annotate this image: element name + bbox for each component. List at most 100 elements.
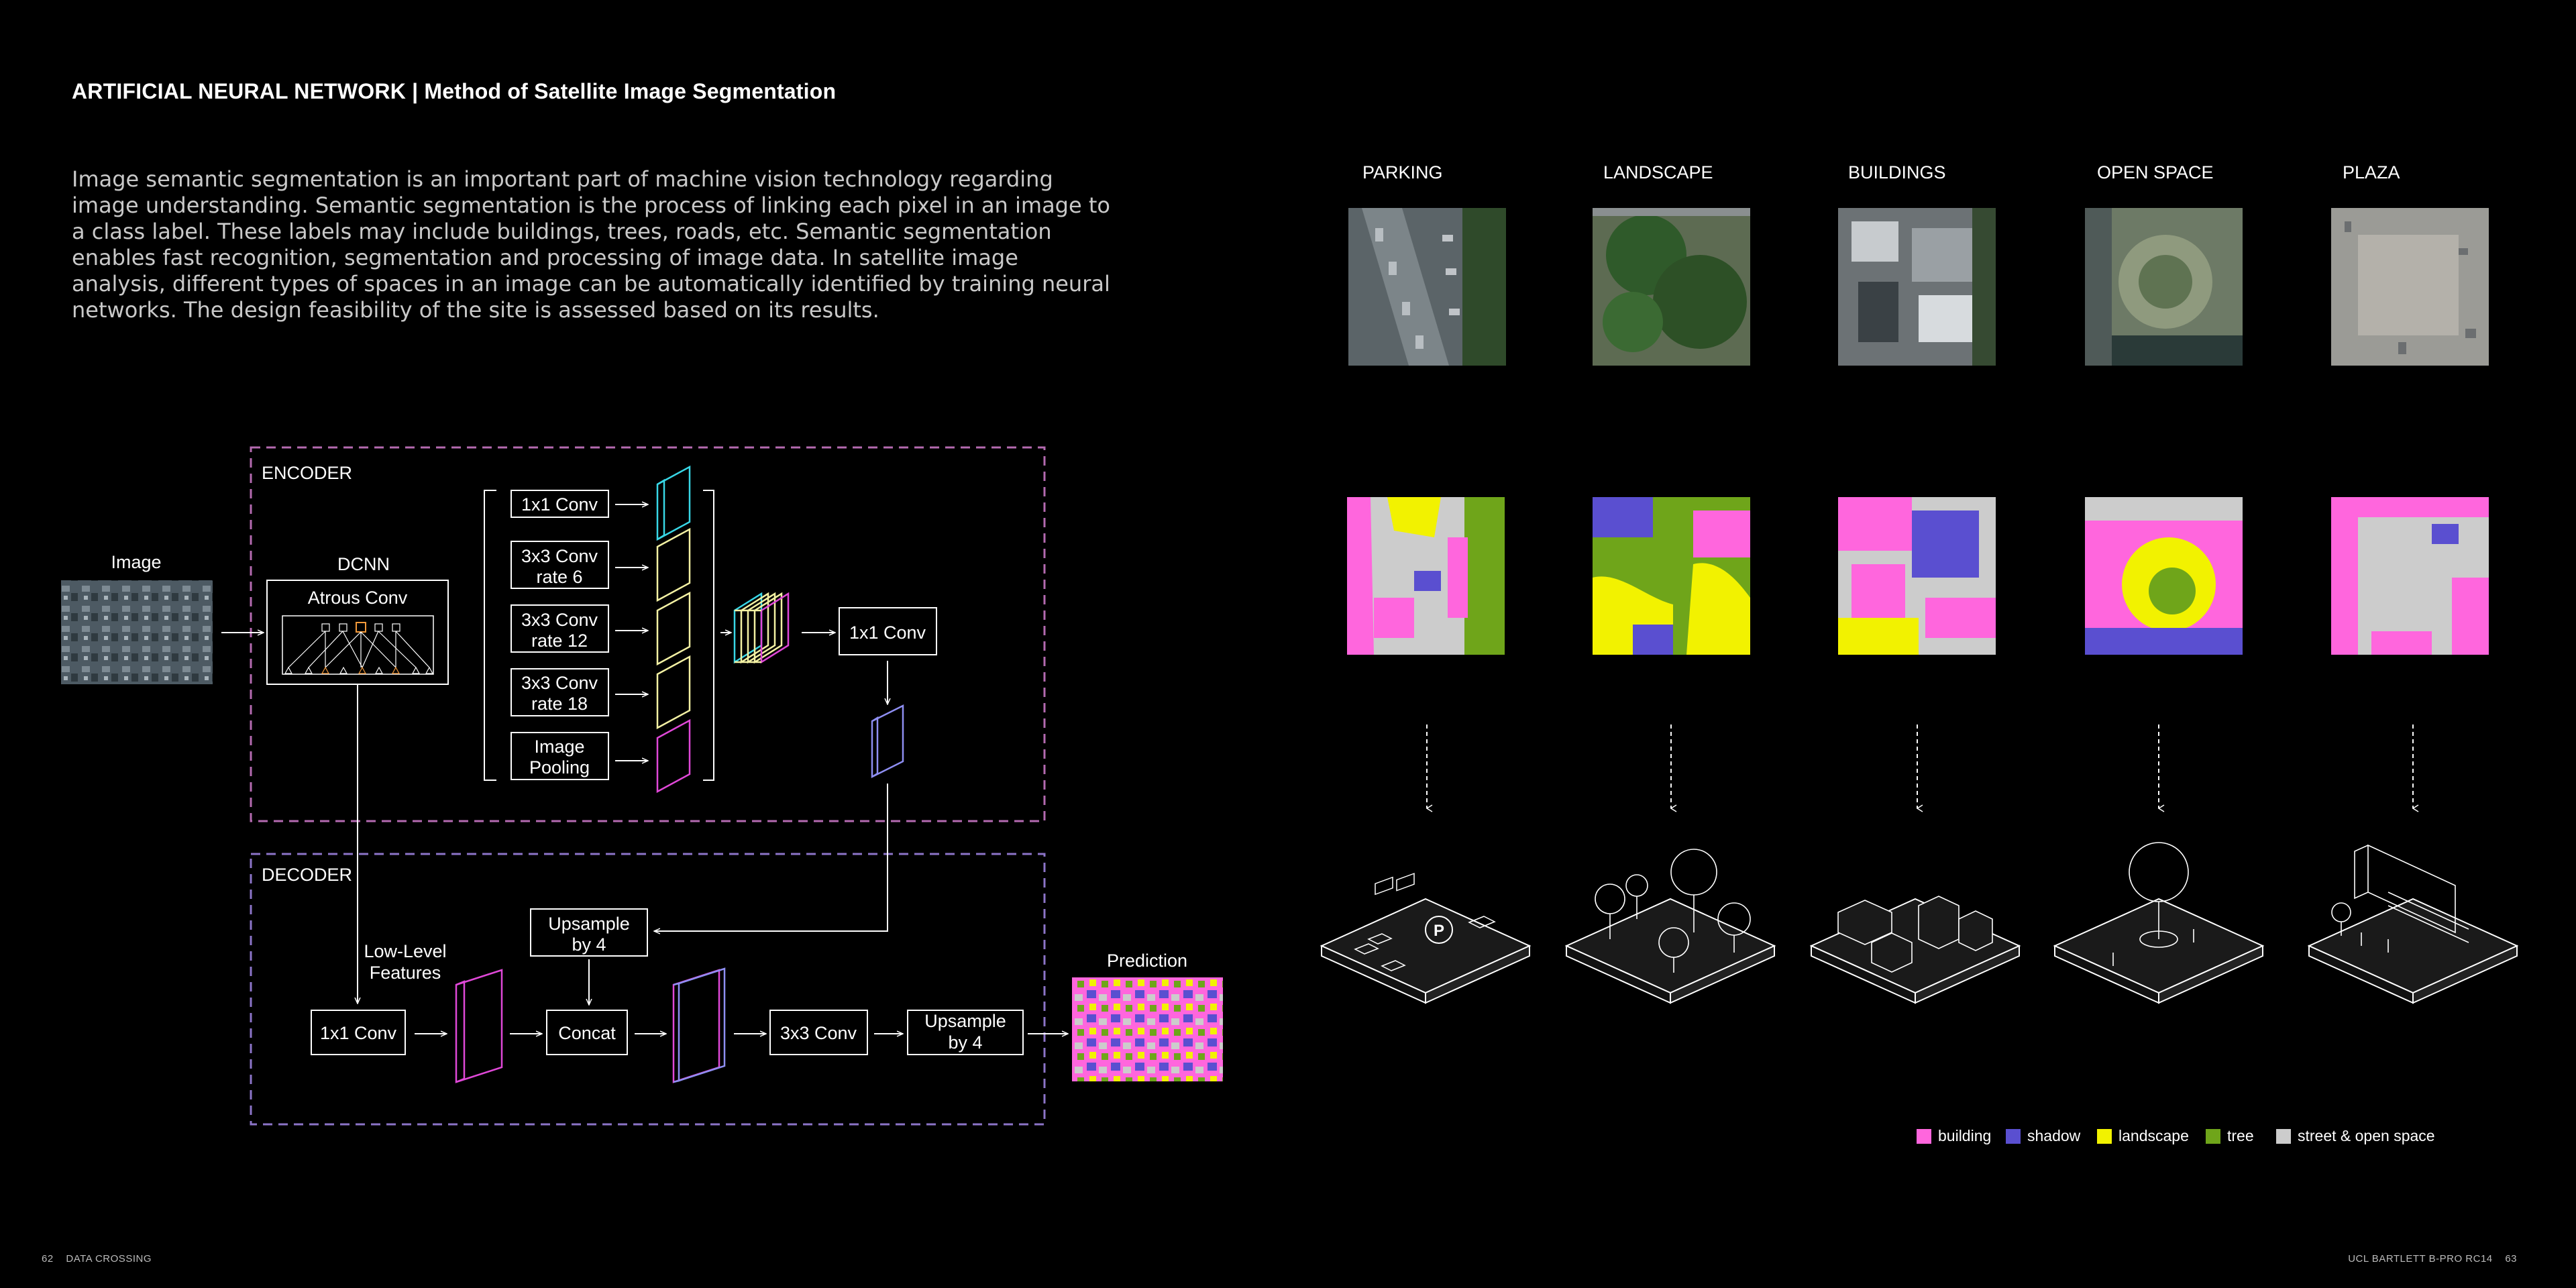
legend-item-tree: tree [2206, 1127, 2254, 1145]
atrous-inner-box [282, 615, 434, 675]
legend-swatch-tree [2206, 1128, 2220, 1144]
dcnn-label: DCNN [337, 554, 390, 574]
legend-swatch-building [1917, 1128, 1931, 1144]
encoder-frame [250, 446, 1046, 822]
aspp-rate12-line1: 3x3 Conv [521, 610, 598, 630]
isometric-parking-icon: P [1320, 873, 1532, 1004]
satellite-tile-open-space [2085, 208, 2243, 366]
decoder-upsample-line2: by 4 [572, 934, 606, 955]
satellite-tile-plaza [2331, 208, 2489, 366]
aspp-1x1-conv-label: 1x1 Conv [521, 494, 598, 515]
segmentation-tile-parking [1347, 497, 1505, 655]
concat-label: Concat [558, 1023, 616, 1043]
footer-right-page: 63 [2505, 1253, 2517, 1265]
aspp-rate6-box [511, 541, 609, 589]
category-label-parking: PARKING [1362, 162, 1443, 182]
encoder-label: ENCODER [262, 463, 352, 483]
category-label-buildings: BUILDINGS [1848, 162, 1946, 182]
legend-item-building: building [1917, 1127, 1991, 1145]
aspp-bracket-left [484, 490, 496, 781]
aspp-rate18-box [511, 668, 609, 716]
prediction-image [1072, 977, 1223, 1081]
legend-label-street: street & open space [2298, 1127, 2435, 1144]
legend-item-landscape: landscape [2097, 1127, 2189, 1145]
lowlevel-line1: Low-Level [364, 941, 446, 961]
decoder-3x3-conv-label: 3x3 Conv [780, 1023, 857, 1043]
footer-left: 62 DATA CROSSING [42, 1253, 152, 1265]
aspp-rate6-line1: 3x3 Conv [521, 546, 598, 566]
aspp-rate6-line2: rate 6 [536, 567, 582, 587]
svg-text:P: P [1434, 922, 1444, 940]
legend-label-building: building [1938, 1127, 1992, 1144]
encoder-1x1-conv-label: 1x1 Conv [849, 623, 926, 643]
category-label-plaza: PLAZA [2343, 162, 2400, 182]
aspp-rate12-box [511, 604, 609, 653]
image-label: Image [111, 552, 161, 572]
prediction-label: Prediction [1107, 951, 1187, 971]
isometric-open-space-icon [2053, 842, 2265, 1004]
page-title: ARTIFICIAL NEURAL NETWORK | Method of Sa… [72, 79, 837, 103]
final-upsample-line2: by 4 [948, 1032, 982, 1053]
legend-item-street: street & open space [2276, 1127, 2435, 1145]
category-label-open-space: OPEN SPACE [2097, 162, 2214, 182]
legend-swatch-street [2276, 1128, 2291, 1144]
footer-right-text: UCL BARTLETT B-PRO RC14 [2348, 1253, 2493, 1265]
segmentation-tile-plaza [2331, 497, 2489, 655]
isometric-buildings-icon [1809, 896, 2021, 1004]
footer-left-text: DATA CROSSING [66, 1253, 152, 1265]
legend-item-shadow: shadow [2006, 1127, 2080, 1145]
footer-left-page: 62 [42, 1253, 54, 1265]
decoder-label: DECODER [262, 865, 352, 885]
aspp-concat-stack [733, 592, 790, 664]
aspp-rate18-line1: 3x3 Conv [521, 673, 598, 693]
feature-map-rate6 [656, 527, 691, 602]
legend-label-landscape: landscape [2118, 1127, 2189, 1144]
final-upsample-line1: Upsample [924, 1011, 1006, 1031]
satellite-tile-buildings [1838, 208, 1996, 366]
legend-swatch-shadow [2006, 1128, 2021, 1144]
legend-label-shadow: shadow [2027, 1127, 2081, 1144]
feature-map-pooling [656, 718, 691, 794]
decoder-lowlevel-map [455, 969, 503, 1083]
lowlevel-line2: Features [370, 963, 441, 983]
input-satellite-image [61, 580, 213, 684]
feature-map-rate18 [656, 655, 691, 730]
feature-map-rate12 [656, 591, 691, 666]
decoder-frame [250, 853, 1046, 1126]
final-upsample-box [907, 1010, 1024, 1055]
decoder-upsample-line1: Upsample [548, 914, 630, 934]
concat-box [546, 1010, 628, 1055]
encoder-1x1-conv-box [839, 607, 937, 655]
atrous-kernel-icon [288, 622, 430, 668]
atrous-label: Atrous Conv [308, 588, 408, 608]
aspp-pooling-line2: Pooling [529, 757, 590, 777]
segmentation-tile-buildings [1838, 497, 1996, 655]
decoder-concat-map [672, 967, 726, 1083]
aspp-bracket-right [703, 490, 714, 781]
isometric-row: P [1320, 724, 2519, 1004]
category-label-landscape: LANDSCAPE [1603, 162, 1713, 182]
satellite-tile-landscape [1593, 208, 1750, 366]
segmentation-tile-open-space [2085, 497, 2243, 655]
decoder-1x1-conv-box [311, 1010, 406, 1055]
segmentation-tile-landscape [1593, 497, 1750, 655]
aspp-pooling-line1: Image [534, 737, 584, 757]
legend-label-tree: tree [2227, 1127, 2254, 1144]
decoder-upsample-box [530, 908, 648, 957]
legend-swatch-landscape [2097, 1128, 2112, 1144]
aspp-rate12-line2: rate 12 [531, 631, 588, 651]
aspp-rate18-line2: rate 18 [531, 694, 588, 714]
feature-map-1x1 [656, 465, 691, 541]
intro-paragraph: Image semantic segmentation is an import… [72, 166, 1110, 323]
aspp-pooling-box [511, 732, 609, 780]
isometric-landscape-icon [1564, 849, 1776, 1004]
aspp-1x1-conv-box [511, 490, 609, 518]
decoder-3x3-conv-box [769, 1010, 868, 1055]
atrous-triangles [284, 666, 434, 674]
footer-right: UCL BARTLETT B-PRO RC14 63 [2348, 1253, 2517, 1265]
satellite-tile-parking [1348, 208, 1506, 366]
encoder-output-map [871, 704, 904, 779]
decoder-1x1-conv-label: 1x1 Conv [320, 1023, 397, 1043]
isometric-plaza-icon [2307, 844, 2519, 1004]
